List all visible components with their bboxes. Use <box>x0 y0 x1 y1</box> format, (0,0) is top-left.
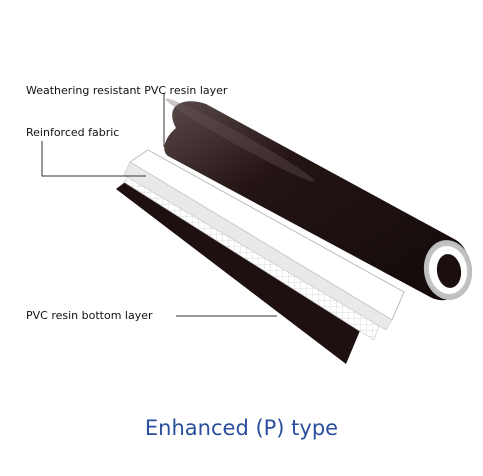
diagram-caption: Enhanced (P) type <box>144 416 339 440</box>
leader-line-fabric <box>41 141 146 177</box>
roll-body <box>164 101 469 301</box>
label-bottom-pvc-layer: PVC resin bottom layer <box>26 309 153 322</box>
top-pvc-layer-edge <box>123 161 393 331</box>
bottom-pvc-layer <box>116 180 362 364</box>
label-top-pvc-layer: Weathering resistant PVC resin layer <box>26 84 228 97</box>
roll-highlight <box>165 98 315 182</box>
label-reinforced-fabric: Reinforced fabric <box>26 126 120 139</box>
roll-core-hole <box>436 254 462 288</box>
